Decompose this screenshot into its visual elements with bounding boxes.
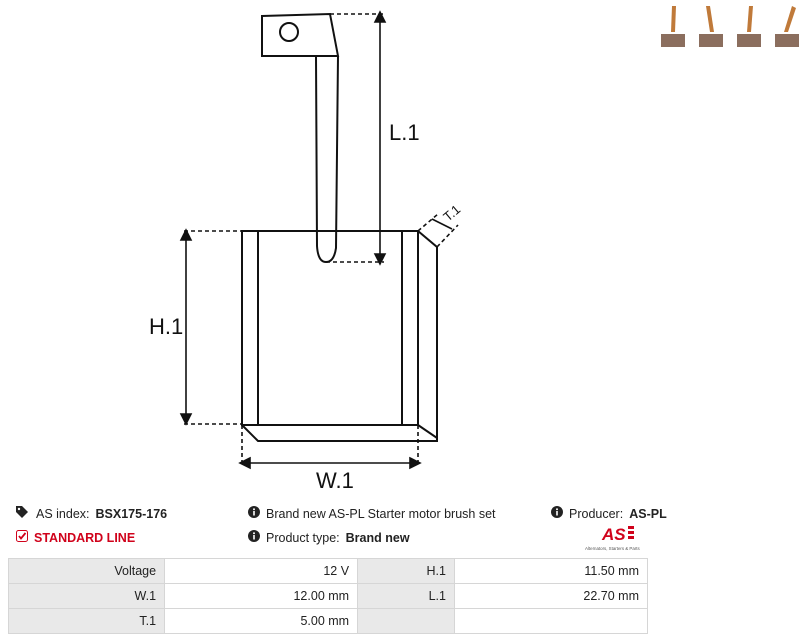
spec-label [357, 608, 455, 634]
svg-text:Alternators, Starters & Parts: Alternators, Starters & Parts [585, 546, 640, 551]
info-icon [551, 506, 563, 521]
spec-label: H.1 [357, 558, 455, 584]
l1-label: L.1 [389, 120, 420, 145]
table-row: Voltage 12 V H.1 11.50 mm [7, 558, 649, 584]
svg-text:AS: AS [601, 525, 626, 544]
brush-thumb-4[interactable] [772, 4, 800, 50]
spec-label: Voltage [7, 558, 166, 584]
product-thumbnails [658, 4, 800, 50]
spec-label: L.1 [357, 583, 455, 609]
spec-value [453, 608, 649, 634]
producer-value: AS-PL [629, 506, 667, 521]
product-type: Product type: Brand new [248, 530, 410, 545]
producer-label: Producer: [569, 506, 624, 521]
brush-body [241, 230, 419, 426]
product-type-label: Product type: [266, 530, 340, 545]
info-icon [248, 506, 260, 521]
t1-dimension-line [431, 218, 453, 230]
brush-side [417, 230, 438, 440]
brush-thumb-2[interactable] [696, 4, 726, 50]
spec-value: 5.00 mm [164, 608, 359, 634]
spec-value: 12 V [164, 558, 359, 584]
spec-value: 22.70 mm [453, 583, 649, 609]
table-row: T.1 5.00 mm [7, 608, 649, 634]
as-index-label: AS index: [36, 506, 90, 521]
spec-label: W.1 [7, 583, 166, 609]
producer: Producer: AS-PL [551, 506, 667, 521]
as-pl-logo: AS Alternators, Starters & Parts [584, 523, 650, 553]
table-row: W.1 12.00 mm L.1 22.70 mm [7, 583, 649, 609]
check-square-icon [16, 530, 28, 545]
spec-value: 11.50 mm [453, 558, 649, 584]
as-index-value: BSX175-176 [95, 506, 168, 521]
description-text: Brand new AS-PL Starter motor brush set [266, 506, 496, 521]
h1-label: H.1 [149, 314, 183, 339]
t1-label: T.1 [440, 202, 463, 225]
spec-label: T.1 [7, 608, 166, 634]
tags-icon [16, 506, 30, 521]
brush-thumb-1[interactable] [658, 4, 688, 50]
spec-value: 12.00 mm [164, 583, 359, 609]
as-index: AS index: BSX175-176 [16, 506, 167, 521]
brush-thumb-3[interactable] [734, 4, 764, 50]
product-type-value: Brand new [345, 530, 410, 545]
standard-line-text: STANDARD LINE [34, 530, 136, 545]
info-icon [248, 530, 260, 545]
terminal-tab [261, 12, 340, 57]
technical-drawing: L.1 H.1 W.1 T.1 [149, 10, 463, 493]
specs-table: Voltage 12 V H.1 11.50 mm W.1 12.00 mm L… [7, 558, 649, 634]
w1-label: W.1 [316, 468, 354, 493]
brush-bottom [241, 424, 438, 442]
standard-line-badge: STANDARD LINE [16, 530, 135, 545]
terminal-hole [279, 22, 299, 42]
product-description: Brand new AS-PL Starter motor brush set [248, 506, 496, 521]
